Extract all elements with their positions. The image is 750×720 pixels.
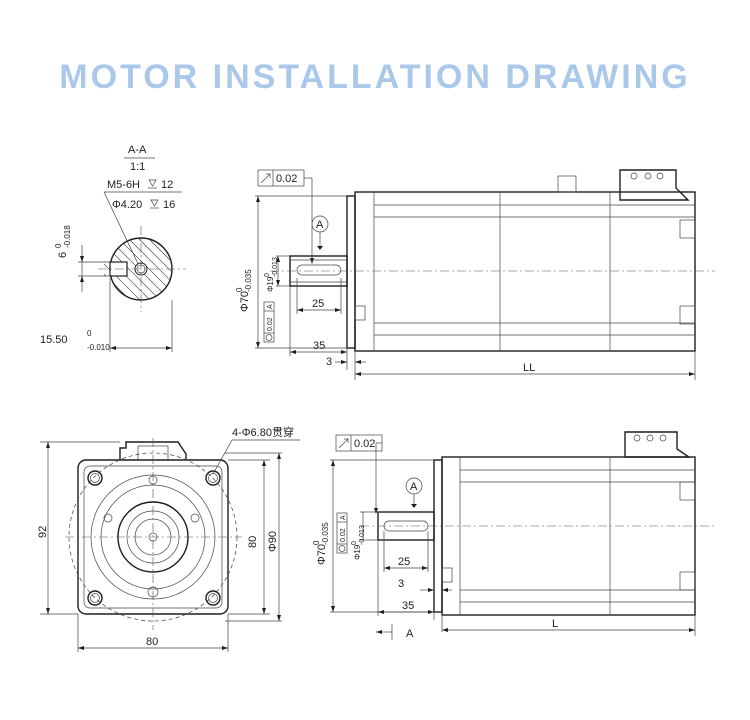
section-scale: 1:1: [130, 161, 145, 173]
datum-label-bottom: A: [410, 481, 418, 493]
datum-label: A: [316, 219, 324, 231]
overall-height: 92: [37, 526, 49, 538]
key-width: 6: [57, 252, 69, 258]
body-length-ll: LL: [523, 362, 535, 374]
runout-value: 0.02: [276, 173, 297, 185]
pilot-diameter: Φ70: [239, 291, 251, 312]
pilot-tol-upper: 0: [235, 287, 244, 292]
perp-value: 0.02: [267, 317, 274, 331]
hole-diameter: Φ4.20: [112, 199, 142, 211]
shaft-tol-upper: 0: [264, 273, 271, 277]
thread-spec: M5-6H: [107, 179, 140, 191]
section-mark: A: [406, 628, 414, 640]
pilot-tol-upper-bottom: 0: [312, 540, 321, 545]
circle-diameter: Φ90: [267, 531, 279, 552]
drawing-title: MOTOR INSTALLATION DRAWING: [59, 58, 691, 96]
perp-value-bottom: 0.02: [340, 528, 347, 542]
hole-depth: 16: [163, 199, 175, 211]
flange-thickness-bottom: 3: [398, 578, 404, 590]
section-label: A-A: [128, 144, 147, 156]
key-tol-lower: -0.018: [63, 225, 72, 248]
key-tol-upper: 0: [54, 243, 63, 248]
runout-value-bottom: 0.02: [354, 438, 375, 450]
pilot-tol-lower: -0.035: [244, 269, 253, 292]
shaft-tol-upper-bottom: 0: [351, 541, 358, 545]
pilot-tol-lower-bottom: -0.035: [321, 522, 330, 545]
keyway-length: 25: [312, 298, 324, 310]
shaft-height: 15.50: [40, 334, 68, 346]
section-view-a-a: A-A 1:1 M5-6H 12 Φ4.20 16: [40, 144, 186, 352]
keyway-length-bottom: 25: [398, 556, 410, 568]
side-view-top: 0.02 A: [235, 169, 715, 380]
height-tol-upper: 0: [87, 329, 92, 338]
flange-thickness: 3: [326, 356, 332, 368]
perp-datum: A: [267, 304, 274, 309]
holes-callout: 4-Φ6.80贯穿: [232, 425, 294, 439]
shaft-diameter: Φ19: [266, 276, 275, 292]
side-view-bottom: 0.02 A Φ70 0: [312, 431, 715, 640]
thread-depth: 12: [161, 179, 173, 191]
bolt-pitch: 80: [247, 536, 259, 548]
overall-width: 80: [146, 636, 158, 648]
shaft-length: 35: [313, 340, 325, 352]
shaft-diameter-bottom: Φ19: [353, 544, 362, 560]
shaft-tol-lower: -0.013: [272, 257, 279, 277]
perp-datum-bottom: A: [340, 515, 347, 520]
height-tol-lower: -0.010: [87, 343, 110, 352]
body-length-l: L: [552, 618, 558, 630]
front-view: 4-Φ6.80贯穿 92 80 80 Φ90: [37, 425, 300, 652]
shaft-length-bottom: 35: [402, 600, 414, 612]
shaft-tol-lower-bottom: -0.013: [359, 525, 366, 545]
pilot-diameter-bottom: Φ70: [316, 544, 328, 565]
